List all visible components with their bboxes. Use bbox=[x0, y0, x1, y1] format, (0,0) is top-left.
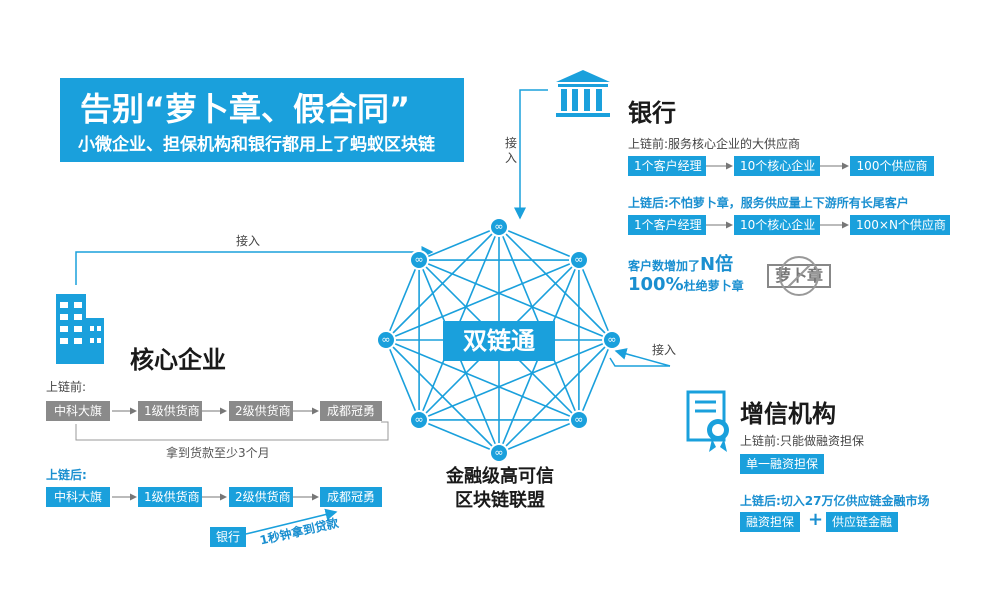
link-icon: ∞ bbox=[602, 330, 622, 350]
center-label: 双链通 bbox=[443, 321, 555, 361]
certificate-icon bbox=[686, 390, 729, 452]
credit-after-chip-2: 供应链金融 bbox=[826, 512, 898, 532]
mesh-link bbox=[385, 339, 500, 454]
mesh-link bbox=[498, 419, 580, 454]
core-before-label: 上链前: bbox=[46, 380, 87, 394]
credit-connector-label: 接入 bbox=[652, 343, 677, 357]
core-after-step-4: 成都冠勇 bbox=[320, 487, 382, 507]
bank-icon bbox=[556, 70, 610, 117]
core-bank-chip: 银行 bbox=[210, 527, 246, 547]
mesh-link bbox=[385, 259, 580, 341]
credit-before-label: 上链前:只能做融资担保 bbox=[740, 434, 865, 448]
bank-before-step-3: 100个供应商 bbox=[850, 156, 934, 176]
credit-title: 增信机构 bbox=[740, 400, 836, 428]
link-icon: ∞ bbox=[489, 217, 509, 237]
credit-after-chip-1: 融资担保 bbox=[740, 512, 800, 532]
mesh-link bbox=[578, 339, 613, 421]
core-before-step-1: 中科大旗 bbox=[46, 401, 110, 421]
bank-after-step-1: 1个客户经理 bbox=[628, 215, 706, 235]
core-after-label: 上链后: bbox=[46, 468, 87, 482]
mesh-link bbox=[578, 259, 613, 341]
credit-before-chip: 单一融资担保 bbox=[740, 454, 824, 474]
core-after-step-2: 1级供货商 bbox=[138, 487, 202, 507]
page-title: 告别“萝卜章、假合同” bbox=[80, 90, 411, 128]
link-icon: ∞ bbox=[409, 250, 430, 271]
core-before-step-4: 成都冠勇 bbox=[320, 401, 382, 421]
core-after-step-1: 中科大旗 bbox=[46, 487, 110, 507]
page-subtitle: 小微企业、担保机构和银行都用上了蚂蚁区块链 bbox=[78, 135, 435, 155]
core-before-step-3: 2级供货商 bbox=[229, 401, 293, 421]
link-icon: ∞ bbox=[489, 443, 509, 463]
bank-before-step-2: 10个核心企业 bbox=[734, 156, 820, 176]
link-icon: ∞ bbox=[376, 330, 396, 350]
link-icon: ∞ bbox=[568, 409, 589, 430]
bank-stat1-prefix: 客户数增加了 bbox=[628, 259, 701, 273]
building-icon bbox=[56, 294, 104, 364]
plus-sign: + bbox=[808, 509, 824, 530]
mesh-link bbox=[385, 339, 420, 421]
alliance-caption-line2: 区块链联盟 bbox=[455, 490, 545, 511]
core-before-note: 拿到货款至少3个月 bbox=[166, 446, 270, 460]
mesh-link bbox=[418, 339, 613, 421]
bank-after-step-3: 100×N个供应商 bbox=[850, 215, 950, 235]
core-title: 核心企业 bbox=[130, 346, 226, 374]
alliance-caption-line1: 金融级高可信 bbox=[446, 466, 554, 487]
bank-before-step-1: 1个客户经理 bbox=[628, 156, 706, 176]
mesh-link bbox=[418, 419, 500, 454]
fake-stamp-icon: 萝卜章 bbox=[767, 256, 831, 296]
no-sign-icon bbox=[779, 256, 819, 296]
bank-after-label: 上链后:不怕萝卜章，服务供应量上下游所有长尾客户 bbox=[628, 196, 909, 210]
core-after-step-3: 2级供货商 bbox=[229, 487, 293, 507]
credit-after-label: 上链后:切入27万亿供应链金融市场 bbox=[740, 494, 930, 508]
bank-after-step-2: 10个核心企业 bbox=[734, 215, 820, 235]
bank-stat2-value: 100% bbox=[628, 274, 684, 295]
bank-before-label: 上链前:服务核心企业的大供应商 bbox=[628, 137, 801, 151]
bank-title: 银行 bbox=[628, 99, 676, 127]
bank-stat1-value: N倍 bbox=[700, 254, 734, 275]
bank-stat2-suffix: 杜绝萝卜章 bbox=[683, 279, 744, 293]
bank-stat-stamp: 100%杜绝萝卜章 bbox=[628, 274, 744, 295]
mesh-link bbox=[385, 259, 420, 341]
link-icon: ∞ bbox=[409, 409, 430, 430]
bank-connector-label: 接入 bbox=[505, 136, 518, 165]
title-banner: 告别“萝卜章、假合同” 小微企业、担保机构和银行都用上了蚂蚁区块链 bbox=[60, 78, 464, 162]
mesh-link bbox=[418, 259, 613, 341]
core-connector-label: 接入 bbox=[236, 234, 261, 248]
mesh-link bbox=[385, 339, 580, 421]
bank-stat-customers: 客户数增加了N倍 bbox=[628, 250, 733, 276]
link-icon: ∞ bbox=[568, 250, 589, 271]
core-before-step-2: 1级供货商 bbox=[138, 401, 202, 421]
mesh-link bbox=[498, 226, 580, 261]
